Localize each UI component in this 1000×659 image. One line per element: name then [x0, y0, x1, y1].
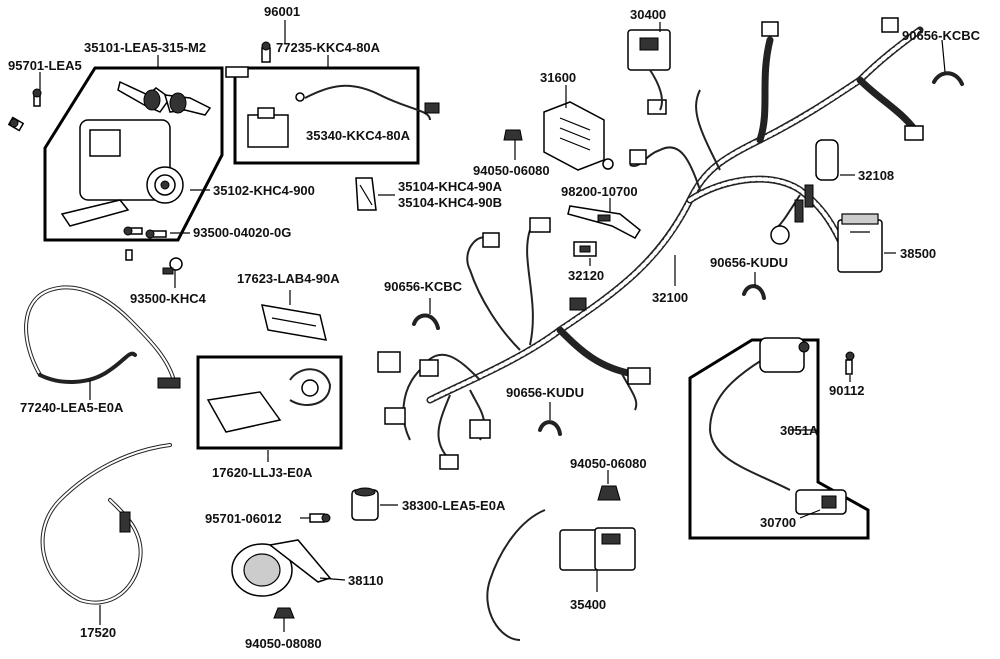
cable-17520 [40, 443, 172, 605]
label-90656-kcbc-middle: 90656-KCBC [384, 279, 463, 294]
nut-94050-08080 [273, 607, 295, 619]
bracket-35104 [355, 177, 377, 211]
label-98200-10700: 98200-10700 [561, 184, 638, 199]
relay-30400 [627, 29, 671, 111]
nut-94050-06080-b [597, 485, 621, 501]
label-77240-lea5-e0a: 77240-LEA5-E0A [20, 400, 124, 415]
screw-93500-khc4 [162, 257, 183, 275]
ignition-switch-group-box [43, 66, 224, 242]
rivet-96001 [225, 41, 271, 78]
label-77235-kkc4-80a: 77235-KKC4-80A [276, 40, 381, 55]
label-35340-kkc4-80a: 35340-KKC4-80A [306, 128, 411, 143]
label-35104-khc4-90b: 35104-KHC4-90B [398, 195, 502, 210]
label-30700: 30700 [760, 515, 796, 530]
label-96001: 96001 [264, 4, 300, 19]
label-35104-khc4-90a: 35104-KHC4-90A [398, 179, 503, 194]
label-17620-llj3-e0a: 17620-LLJ3-E0A [212, 465, 313, 480]
label-95701-lea5: 95701-LEA5 [8, 58, 82, 73]
label-35400: 35400 [570, 597, 606, 612]
ignition-coil-32108 [794, 139, 839, 223]
label-90656-kcbc-top-right: 90656-KCBC [902, 28, 981, 43]
bolt-95701-lea5 [7, 88, 42, 132]
label-38500: 38500 [900, 246, 936, 261]
starter-relay-3051a [708, 337, 847, 515]
label-38110: 38110 [348, 573, 383, 588]
seat-lock-cable-group-box [233, 66, 420, 165]
seat-lock-assembly-group-box [196, 355, 343, 450]
label-17520: 17520 [80, 625, 116, 640]
label-3051a: 3051A [780, 423, 819, 438]
seat-lock-assembly-17620 [206, 368, 332, 433]
label-94050-06080-bottom: 94050-06080 [570, 456, 647, 471]
label-90656-kudu-right: 90656-KUDU [710, 255, 788, 270]
screw-93500-04020-0g [123, 226, 167, 261]
bolt-95701-06012 [309, 513, 331, 523]
label-35101-lea5-315-m2: 35101-LEA5-315-M2 [84, 40, 206, 55]
nut-94050-06080-a [503, 129, 614, 170]
clip-90656-kcbc-m [412, 313, 440, 330]
label-32108: 32108 [858, 168, 894, 183]
clip-90656-kudu-m [538, 420, 562, 436]
leader-lines [39, 20, 946, 632]
flasher-relay-38500 [837, 213, 883, 273]
label-32100: 32100 [652, 290, 688, 305]
horn-38110 [231, 539, 332, 597]
connector-32120 [573, 241, 597, 257]
label-94050-06080-top: 94050-06080 [473, 163, 550, 178]
label-31600: 31600 [540, 70, 576, 85]
seat-lock-cable [247, 84, 440, 148]
label-17623-lab4-90a: 17623-LAB4-90A [237, 271, 340, 286]
ignition-key-set [117, 80, 212, 116]
switch-assembly-35400 [486, 509, 636, 641]
label-32120: 32120 [568, 268, 604, 283]
part-38300-lea5-e0a [351, 487, 379, 521]
label-93500-04020-0g: 93500-04020-0G [193, 225, 291, 240]
clip-90656-kcbc-tr [932, 71, 964, 86]
label-38300-lea5-e0a: 38300-LEA5-E0A [402, 498, 506, 513]
label-35102-khc4-900: 35102-KHC4-900 [213, 183, 315, 198]
label-95701-06012: 95701-06012 [205, 511, 282, 526]
screw-90112 [845, 351, 855, 375]
label-94050-08080: 94050-08080 [245, 636, 322, 651]
fuse-holder-98200 [567, 205, 641, 239]
label-90656-kudu-middle: 90656-KUDU [506, 385, 584, 400]
part-17623-lab4-90a [261, 304, 327, 341]
regulator-31600 [543, 101, 605, 171]
main-wire-harness [402, 26, 924, 461]
ignition-switch-body [60, 119, 184, 227]
label-93500-khc4: 93500-KHC4 [130, 291, 207, 306]
label-30400: 30400 [630, 7, 666, 22]
throttle-cable-77240 [24, 285, 181, 389]
label-90112: 90112 [829, 383, 864, 398]
clip-90656-kudu-r [742, 284, 766, 300]
harness-connectors [377, 17, 924, 470]
